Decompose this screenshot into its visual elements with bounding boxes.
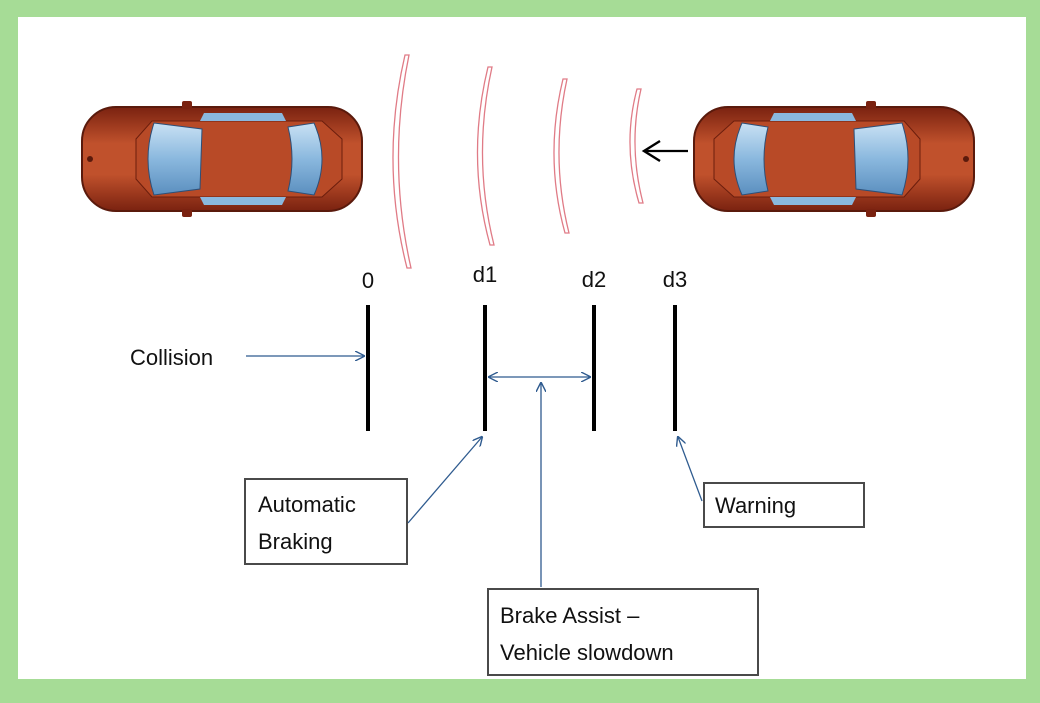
braking-distance-diagram: 0 d1 d2 d3 Collision Automatic Braking W… [81,54,975,676]
automatic-braking-line2: Braking [258,529,333,554]
brake-assist-line2: Vehicle slowdown [500,640,674,665]
car-icon [81,101,363,217]
arrow-left-icon [641,139,688,163]
diagram-frame: 0 d1 d2 d3 Collision Automatic Braking W… [18,17,1026,679]
automatic-braking-pointer [407,437,482,524]
marker-label-d2: d2 [582,267,606,292]
brake-assist-box [487,588,759,676]
automatic-braking-box [244,478,408,565]
automatic-braking-line1: Automatic [258,492,356,517]
sensor-wave-icon [392,54,644,269]
marker-label-d3: d3 [663,267,687,292]
collision-label: Collision [130,345,213,370]
brake-assist-line1: Brake Assist – [500,603,640,628]
warning-pointer [678,437,703,502]
marker-label-d1: d1 [473,262,497,287]
warning-label: Warning [715,493,796,518]
car-icon [693,101,975,217]
marker-label-0: 0 [362,268,374,293]
warning-box [703,482,865,528]
